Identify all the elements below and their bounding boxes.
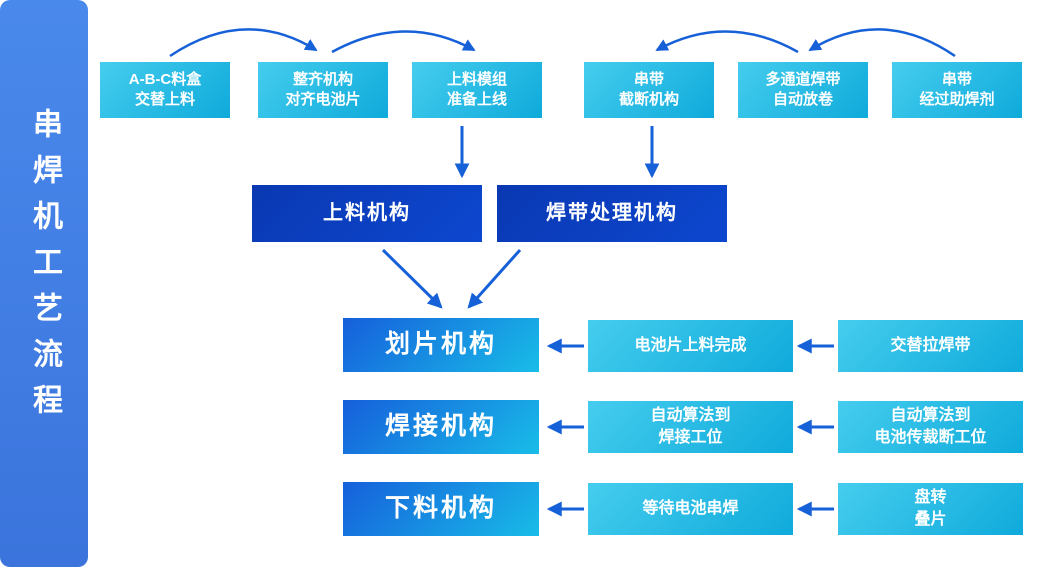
stage-node-unloading: 下料机构 [343,482,539,536]
arc-arrow-feed-to-align [169,28,318,58]
flow-node-ribbon-flux: 串带 经过助焊剂 [892,62,1022,118]
machine-node-ribbon-handling: 焊带处理机构 [497,185,727,242]
status-node-cell-feed-done: 电池片上料完成 [588,320,793,372]
source-node-algorithm-to-cut-station: 自动算法到 电池传裁断工位 [838,401,1023,453]
source-node-turntable-stacking: 盘转 叠片 [838,483,1023,535]
flow-node-abc-material-feed: A-B-C料盒 交替上料 [100,62,230,118]
arrow-ribbon-to-scribe [467,248,522,309]
page-title: 串焊机工艺流程 [28,107,61,430]
flow-node-string-cutter: 串带 截断机构 [584,62,714,118]
flow-node-multi-channel-unwind: 多通道焊带 自动放卷 [738,62,868,118]
status-node-wait-string-welding: 等待电池串焊 [588,483,793,535]
stage-node-scribing: 划片机构 [343,318,539,372]
flow-node-align-cells: 整齐机构 对齐电池片 [258,62,388,118]
machine-node-loading-mechanism: 上料机构 [252,185,482,242]
sidebar: 串焊机工艺流程 [0,0,88,567]
status-node-algorithm-to-weld-station: 自动算法到 焊接工位 [588,401,793,453]
source-node-alternate-pull-ribbon: 交替拉焊带 [838,320,1023,372]
arrow-loader-to-scribe [381,248,443,309]
stage-node-welding: 焊接机构 [343,400,539,454]
arc-arrow-align-to-module [331,30,476,54]
arc-arrow-unwind-to-cut [655,30,799,54]
arc-arrow-flux-to-unwind [808,28,956,58]
flow-node-feed-module-ready: 上料模组 准备上线 [412,62,542,118]
